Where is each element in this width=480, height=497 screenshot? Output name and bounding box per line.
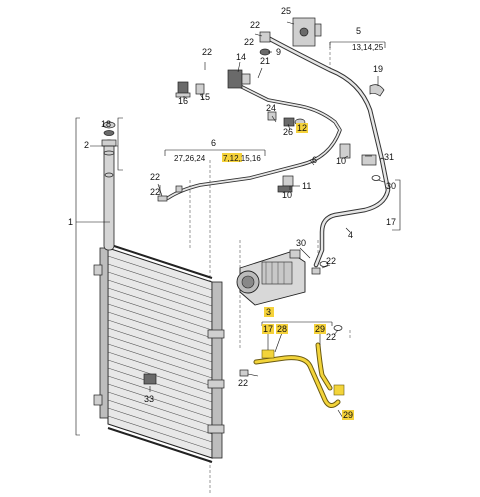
label-25: 25 <box>281 6 291 16</box>
pressure-switch-14 <box>227 69 251 89</box>
label-18: 18 <box>101 119 111 129</box>
label-33: 33 <box>144 394 154 404</box>
label-12: 12 <box>297 123 307 133</box>
label-10a: 10 <box>336 156 346 166</box>
label-29b: 29 <box>343 410 353 420</box>
label-15: 15 <box>200 92 210 102</box>
pipe-6 <box>166 80 342 200</box>
bracket-19 <box>369 84 385 97</box>
label-22h: 22 <box>238 378 248 388</box>
label-1: 1 <box>68 217 73 227</box>
label-11: 11 <box>302 181 311 191</box>
label-17b: 17 <box>263 324 273 334</box>
label-14: 14 <box>236 52 246 62</box>
bracket-10-31 <box>339 143 377 166</box>
label-22b: 22 <box>244 37 254 47</box>
label-22d: 22 <box>150 172 160 182</box>
label-16: 16 <box>178 96 188 106</box>
condenser <box>93 243 225 463</box>
pipe-3-highlighted <box>253 342 345 408</box>
label-6-sub-a: 27,26,24 <box>174 154 206 163</box>
label-29a: 29 <box>315 324 325 334</box>
label-22a: 22 <box>250 20 260 30</box>
label-22e: 22 <box>150 187 160 197</box>
pipe-5 <box>265 35 385 163</box>
label-6-sub-b: 7,12,15,16 <box>223 154 261 163</box>
label-5-sub: 13,14,25 <box>352 43 384 52</box>
label-17a: 17 <box>386 217 396 227</box>
label-30b: 30 <box>296 238 306 248</box>
label-6: 6 <box>211 138 216 148</box>
label-4: 4 <box>348 230 353 240</box>
pipe-4 <box>313 157 391 268</box>
sensor-16 <box>175 81 191 98</box>
label-31: 31 <box>384 152 394 162</box>
label-2: 2 <box>84 140 89 150</box>
label-6c: 6 <box>312 155 317 165</box>
label-21: 21 <box>260 56 270 66</box>
label-5: 5 <box>356 26 361 36</box>
label-10b: 10 <box>282 190 292 200</box>
label-28: 28 <box>277 324 287 334</box>
label-22g: 22 <box>326 332 336 342</box>
bracket-10-11 <box>277 175 294 193</box>
orings-30 <box>319 175 381 331</box>
label-26: 26 <box>283 127 293 137</box>
receiver-drier <box>101 121 117 251</box>
service-valve-25 <box>292 17 322 47</box>
callout-labels: 25 5 13,14,25 22 9 22 22 14 21 19 16 15 … <box>68 6 396 420</box>
label-24: 24 <box>266 103 276 113</box>
label-22f: 22 <box>326 256 336 266</box>
highlight-boxes <box>222 123 354 420</box>
compressor <box>236 249 306 306</box>
label-22c: 22 <box>202 47 212 57</box>
label-3: 3 <box>266 307 271 317</box>
label-19: 19 <box>373 64 383 74</box>
clip-33 <box>143 373 157 385</box>
leader-lines <box>75 21 401 436</box>
bolts-22 <box>157 185 321 377</box>
label-30a: 30 <box>386 181 396 191</box>
label-9: 9 <box>276 47 281 57</box>
fitting-9 <box>259 31 271 56</box>
